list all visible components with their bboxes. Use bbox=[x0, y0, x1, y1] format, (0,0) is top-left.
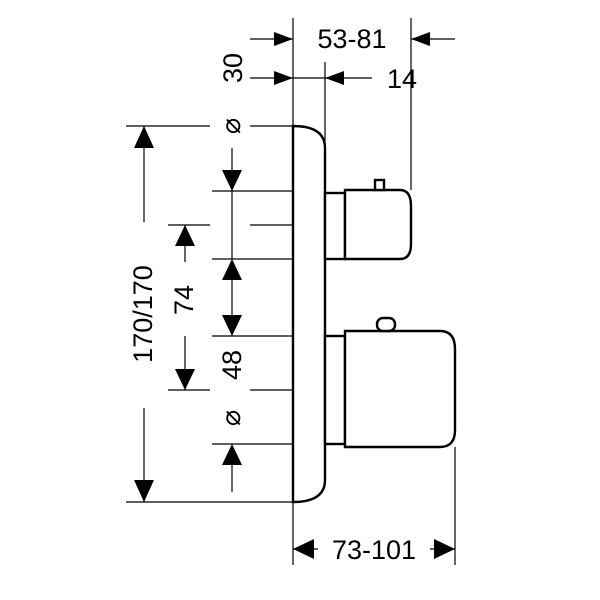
lower-knob bbox=[343, 329, 457, 449]
arrow-offset-right bbox=[325, 71, 344, 85]
dim-label-spacing-lower: 48 bbox=[217, 350, 247, 380]
arrow-top-width-left bbox=[274, 32, 293, 46]
upper-knob-stem bbox=[323, 191, 347, 261]
arrow-bottom-right bbox=[434, 539, 455, 559]
wall-plate bbox=[291, 124, 327, 504]
dim-label-offset-left: 30 bbox=[218, 53, 248, 83]
arrow-height-bottom bbox=[134, 480, 154, 502]
arrow-lower-knob-top bbox=[222, 315, 242, 336]
arrow-bottom-left bbox=[293, 539, 314, 559]
arrow-offset-left bbox=[274, 71, 293, 85]
arrow-lower-knob-bottom bbox=[222, 444, 242, 465]
arrow-top-width-right bbox=[411, 32, 430, 46]
arrow-spacing-upper bbox=[175, 225, 195, 246]
upper-knob bbox=[343, 188, 413, 261]
upper-knob-indicator bbox=[373, 178, 386, 192]
dim-label-height: 170/170 bbox=[128, 265, 158, 363]
dim-label-top-width: 53-81 bbox=[317, 24, 386, 54]
dim-label-bottom-width: 73-101 bbox=[332, 535, 416, 565]
diameter-symbol-lower: ⌀ bbox=[216, 410, 246, 426]
arrow-spacing-lower bbox=[175, 369, 195, 390]
arrow-diameter-upper-top bbox=[222, 170, 242, 191]
arrow-height-top bbox=[134, 126, 154, 148]
dim-label-offset-right: 14 bbox=[387, 64, 417, 94]
arrow-upper-knob-bottom bbox=[222, 259, 242, 280]
dim-label-spacing-upper: 74 bbox=[169, 285, 199, 315]
lower-knob-stem bbox=[323, 334, 347, 446]
diameter-symbol-upper: ⌀ bbox=[216, 118, 246, 134]
lower-knob-indicator bbox=[375, 316, 397, 333]
